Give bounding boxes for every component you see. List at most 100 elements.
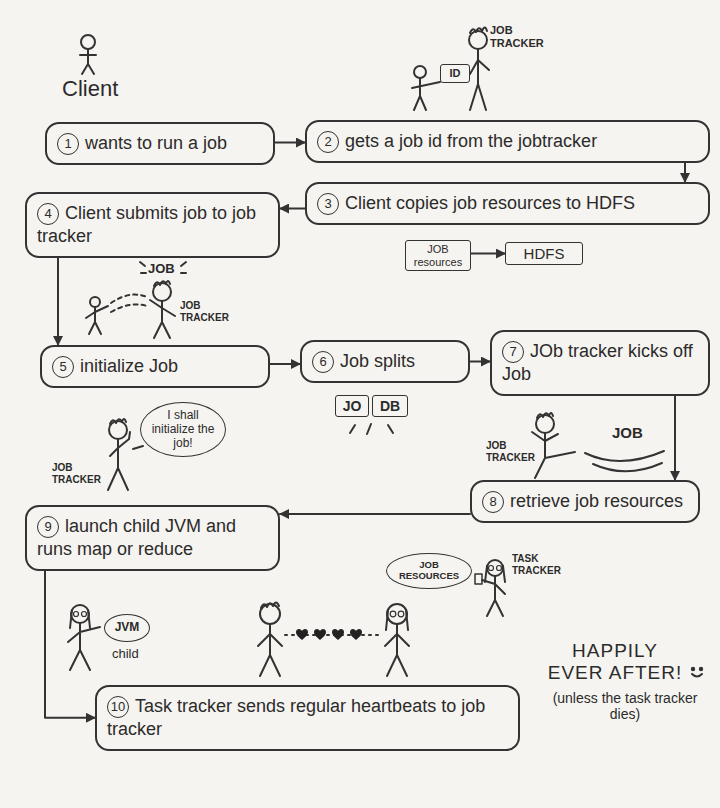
- step2-figures: [469, 31, 487, 49]
- process-box: 3 Client copies job resources to HDFS: [305, 182, 710, 225]
- step7-figure: [537, 413, 553, 418]
- smiley: [700, 668, 702, 670]
- node-text: JVM: [115, 620, 140, 634]
- flow-arrow: [470, 361, 490, 363]
- node-text: Client submits job to job tracker: [37, 203, 256, 246]
- node-text: JOB RESOURCES: [399, 559, 459, 581]
- figure-label: JOB TRACKER: [52, 462, 102, 485]
- node-text: HDFS: [524, 245, 565, 262]
- step4-figures: [90, 297, 100, 307]
- step-number: 10: [107, 696, 129, 718]
- id-card: ID: [440, 64, 470, 83]
- figure-label: JOB TRACKER: [180, 300, 235, 323]
- speech-bubble: I shall initialize the job!: [140, 402, 226, 457]
- node-text: launch child JVM and runs map or reduce: [37, 516, 236, 559]
- flow-arrow: [270, 363, 300, 365]
- step9-figure: [82, 612, 87, 617]
- step9-figure: [74, 612, 79, 617]
- process-box: 8retrieve job resources: [470, 480, 700, 523]
- step2-figures: [470, 49, 489, 110]
- couple-figures: [258, 603, 409, 677]
- split-piece: DB: [372, 395, 408, 417]
- node-text: initialize Job: [80, 356, 178, 376]
- smiley: [692, 668, 702, 677]
- resource-box: JOB resources: [405, 240, 471, 271]
- node-text: JOb tracker kicks off Job: [502, 341, 693, 384]
- flow-arrow: [471, 253, 505, 255]
- step-number: 1: [57, 133, 79, 155]
- couple-figures: [260, 604, 280, 624]
- couple-figures: [350, 629, 362, 640]
- node-text: JOB resources: [414, 243, 462, 268]
- node-text: I shall initialize the job!: [152, 408, 215, 450]
- ending-note: (unless the task tracker dies): [540, 690, 710, 722]
- step4-figures: [86, 262, 186, 338]
- storage-box: HDFS: [505, 242, 583, 265]
- split-cracks: [350, 424, 393, 434]
- node-text: Client copies job resources to HDFS: [345, 193, 635, 213]
- task-tracker-figure: [489, 566, 494, 571]
- speech-bubble: JOB RESOURCES: [386, 553, 472, 589]
- step-number: 4: [37, 203, 59, 225]
- couple-figures: [296, 629, 308, 640]
- jvm-oval: JVM: [104, 614, 150, 642]
- step2-figures: [412, 28, 489, 111]
- step4-figures: [150, 300, 175, 338]
- step5-figure: [133, 446, 143, 449]
- step7-figure: [532, 413, 664, 478]
- process-box: 4Client submits job to job tracker: [25, 192, 280, 258]
- step-number: 9: [37, 516, 59, 538]
- smiley: [692, 674, 702, 677]
- step7-figure: [532, 432, 575, 478]
- step-number: 3: [317, 193, 339, 215]
- step2-figures: [414, 66, 426, 78]
- couple-figures: [398, 611, 404, 617]
- task-tracker-figure: [497, 566, 502, 571]
- step7-figure: [536, 415, 554, 433]
- step5-figure: [108, 432, 130, 490]
- step5-figure: [108, 419, 143, 490]
- step-number: 5: [52, 356, 74, 378]
- ending-note: HAPPILY EVER AFTER!: [545, 640, 685, 684]
- step9-figure: [68, 623, 100, 670]
- node-text: ID: [450, 67, 461, 79]
- figure-label: JOB: [148, 262, 175, 277]
- couple-figures: [387, 604, 407, 624]
- step2-figures: [412, 78, 440, 110]
- couple-figures: [390, 611, 396, 617]
- couple-figures: [385, 624, 409, 676]
- flow-arrow: [280, 513, 470, 515]
- process-box: 5 initialize Job: [40, 345, 270, 388]
- split-piece: JO: [335, 395, 369, 417]
- step4-figures: [86, 306, 108, 334]
- flow-arrow: [275, 142, 305, 144]
- flying-label: JOB: [612, 424, 643, 441]
- figure-label: child: [112, 647, 139, 662]
- couple-figures: [314, 629, 326, 640]
- step4-figures: [154, 281, 170, 286]
- task-tracker-figure: [475, 560, 505, 616]
- flow-arrow: [674, 396, 676, 481]
- node-text: retrieve job resources: [510, 491, 683, 511]
- node-text: DB: [380, 398, 400, 414]
- process-box: 2gets a job id from the jobtracker: [305, 120, 710, 163]
- step-number: 7: [502, 341, 524, 363]
- client-figure: [80, 49, 96, 74]
- node-text: JO: [343, 398, 362, 414]
- couple-figures: [258, 624, 282, 676]
- flow-arrow: [280, 208, 305, 210]
- process-box: 7JOb tracker kicks off Job: [490, 330, 710, 396]
- step9-figure: [71, 605, 89, 623]
- actor-label: Client: [62, 76, 118, 101]
- step4-figures: [111, 295, 147, 312]
- split-cracks: [350, 424, 393, 434]
- task-tracker-figure: [482, 576, 505, 616]
- process-box: 10Task tracker sends regular heartbeats …: [95, 685, 520, 751]
- flow-arrow: [684, 163, 686, 182]
- process-box: 1 wants to run a job: [45, 122, 275, 165]
- figure-label: JOB TRACKER: [486, 440, 536, 463]
- node-text: wants to run a job: [85, 133, 227, 153]
- step-number: 6: [312, 351, 334, 373]
- process-box: 9launch child JVM and runs map or reduce: [25, 505, 280, 571]
